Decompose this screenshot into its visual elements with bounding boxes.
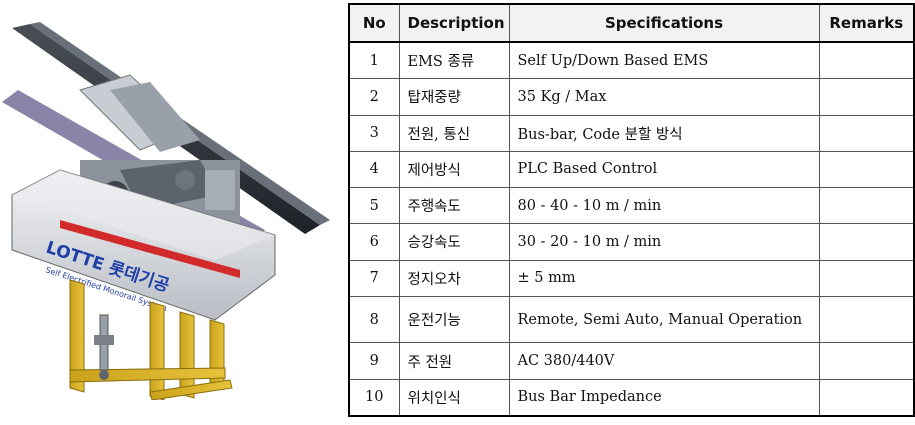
row-specification: Remote, Semi Auto, Manual Operation: [508, 295, 820, 344]
table-row: 2 탑재중량 35 Kg / Max: [348, 78, 915, 116]
row-specification: 35 Kg / Max: [508, 78, 820, 116]
table-row: 3 전원, 통신 Bus-bar, Code 분할 방식: [348, 114, 915, 152]
gold-hanger-frame: [69, 279, 233, 400]
row-no: 1: [348, 41, 400, 80]
row-specification: Bus Bar Impedance: [508, 378, 820, 417]
row-specification: 30 - 20 - 10 m / min: [508, 223, 820, 261]
row-description: EMS 종류: [398, 41, 510, 80]
row-description: 제어방식: [398, 150, 510, 189]
specification-table: No Description Specifications Remarks 1 …: [348, 3, 915, 417]
header-description: Description: [398, 3, 510, 43]
table-row: 6 승강속도 30 - 20 - 10 m / min: [348, 223, 915, 261]
row-specification: PLC Based Control: [508, 150, 820, 189]
table-row: 4 제어방식 PLC Based Control: [348, 150, 915, 189]
row-description: 탑재중량: [398, 78, 510, 116]
row-description: 승강속도: [398, 223, 510, 261]
row-specification: 80 - 40 - 10 m / min: [508, 187, 820, 225]
table-row: 10 위치인식 Bus Bar Impedance: [348, 378, 915, 417]
table-row: 7 정지오차 ± 5 mm: [348, 259, 915, 297]
row-no: 6: [348, 223, 400, 261]
header-specifications: Specifications: [508, 3, 820, 43]
row-no: 2: [348, 78, 400, 116]
table-row: 1 EMS 종류 Self Up/Down Based EMS: [348, 41, 915, 80]
row-no: 7: [348, 259, 400, 297]
row-no: 8: [348, 295, 400, 344]
row-description: 정지오차: [398, 259, 510, 297]
row-remarks: [818, 187, 915, 225]
row-no: 10: [348, 378, 400, 417]
row-remarks: [818, 223, 915, 261]
row-description: 운전기능: [398, 295, 510, 344]
row-specification: Self Up/Down Based EMS: [508, 41, 820, 80]
row-no: 3: [348, 114, 400, 152]
table-row: 5 주행속도 80 - 40 - 10 m / min: [348, 187, 915, 225]
row-description: 위치인식: [398, 378, 510, 417]
header-no: No: [348, 3, 400, 43]
row-no: 4: [348, 150, 400, 189]
table-header-row: No Description Specifications Remarks: [348, 3, 915, 43]
row-remarks: [818, 378, 915, 417]
table-row: 8 운전기능 Remote, Semi Auto, Manual Operati…: [348, 295, 915, 344]
header-remarks: Remarks: [818, 3, 915, 43]
table-row: 9 주 전원 AC 380/440V: [348, 342, 915, 380]
row-remarks: [818, 41, 915, 80]
row-no: 5: [348, 187, 400, 225]
row-remarks: [818, 295, 915, 344]
row-remarks: [818, 150, 915, 189]
row-description: 주행속도: [398, 187, 510, 225]
row-remarks: [818, 114, 915, 152]
row-description: 주 전원: [398, 342, 510, 380]
row-remarks: [818, 259, 915, 297]
row-remarks: [818, 342, 915, 380]
row-specification: ± 5 mm: [508, 259, 820, 297]
ems-illustration: LOTTE 롯데기공 Self Electrified Monorail Sys…: [2, 22, 330, 400]
row-no: 9: [348, 342, 400, 380]
row-remarks: [818, 78, 915, 116]
row-description: 전원, 통신: [398, 114, 510, 152]
row-specification: Bus-bar, Code 분할 방식: [508, 114, 820, 152]
row-specification: AC 380/440V: [508, 342, 820, 380]
